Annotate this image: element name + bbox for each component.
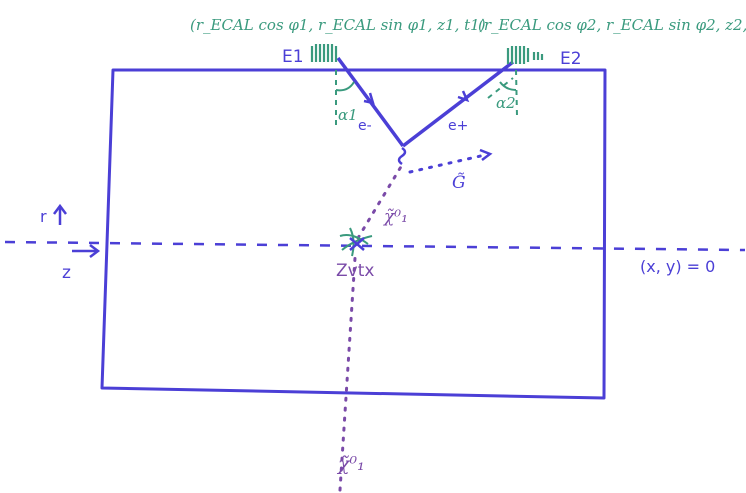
gravitino-label: G̃: [452, 173, 466, 193]
positron-label: e+: [448, 118, 468, 134]
zvtx-label: Zvtx: [336, 261, 374, 281]
positron-arrowhead: [457, 90, 470, 103]
e2-label: E2: [560, 49, 582, 69]
detector-box: [100, 68, 607, 400]
chi-lower-label: χ̃⁰₁: [336, 453, 365, 475]
z-axis-arrow: [72, 244, 101, 258]
electron-arrowhead: [363, 92, 375, 105]
chi-lower-path: [338, 256, 357, 492]
z-axis-label: z: [62, 263, 71, 283]
alpha2-arc: [499, 81, 517, 91]
ecal-hit-1: [310, 44, 338, 62]
coord-label-1: (r_ECAL cos φ1, r_ECAL sin φ1, z1, t1): [190, 16, 486, 34]
decay-vertex: [397, 146, 407, 166]
gravitino-arrowhead: [479, 148, 493, 161]
e1-label: E1: [282, 47, 304, 67]
alpha2-label: α2: [496, 94, 516, 112]
coord-label-2: (r_ECAL cos φ2, r_ECAL sin φ2, z2, t2): [478, 16, 746, 34]
alpha2-normal: [515, 69, 518, 117]
beamline: [4, 240, 746, 252]
r-axis-arrow: [53, 203, 67, 225]
r-axis-label: r: [40, 207, 47, 226]
gravitino-path: [408, 153, 487, 174]
alpha1-label: α1: [338, 106, 358, 124]
alpha1-arc: [335, 81, 355, 92]
beamline-label: (x, y) = 0: [640, 257, 715, 276]
electron-label: e-: [358, 118, 372, 134]
primary-vertex-star: [349, 237, 365, 251]
ecal-hit-2: [506, 46, 544, 64]
positron-track: [401, 60, 515, 148]
chi-upper-path: [356, 163, 404, 240]
chi-upper-label: χ̃⁰₁: [383, 207, 408, 227]
